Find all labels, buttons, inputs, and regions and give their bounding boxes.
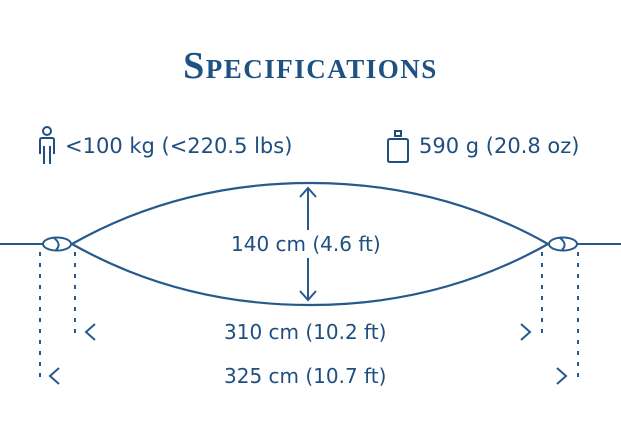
hammock-top-edge	[71, 181, 549, 245]
right-knot	[548, 236, 578, 252]
weight-icon	[386, 128, 419, 164]
person-icon	[38, 126, 65, 166]
weight-text: 590 g (20.8 oz)	[419, 134, 580, 158]
inner-length-label: 310 cm (10.2 ft)	[219, 318, 392, 346]
total-length-label: 325 cm (10.7 ft)	[219, 362, 392, 390]
max-load-text: <100 kg (<220.5 lbs)	[65, 134, 293, 158]
width-label: 140 cm (4.6 ft)	[226, 230, 386, 258]
page-title: Specifications	[183, 45, 438, 87]
max-load-spec: <100 kg (<220.5 lbs)	[38, 126, 292, 166]
weight-spec: 590 g (20.8 oz)	[386, 126, 579, 166]
hammock-bottom-edge	[71, 243, 549, 307]
left-knot	[42, 236, 72, 252]
extension-lines	[39, 252, 579, 384]
